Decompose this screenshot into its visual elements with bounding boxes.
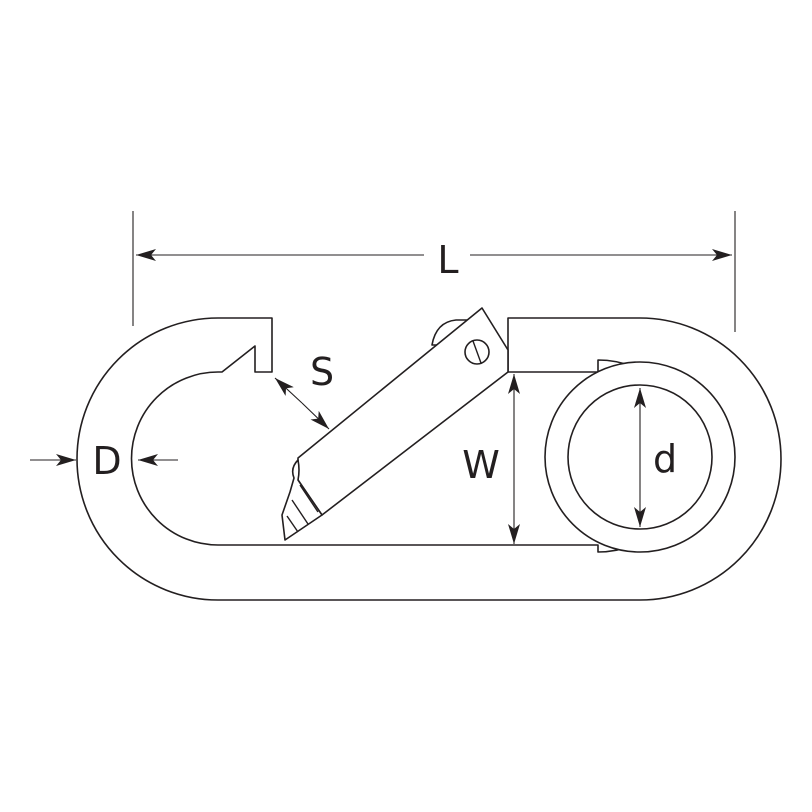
dimension-eye-diameter: d xyxy=(634,388,677,527)
dimension-length: L xyxy=(132,211,736,332)
hook-body xyxy=(76,317,782,601)
dimension-wire-diameter: D xyxy=(30,439,178,483)
label-gate-opening: S xyxy=(310,350,334,394)
dimension-gate-opening: S xyxy=(274,350,334,430)
gate-spring-tip xyxy=(281,459,323,541)
label-eye-diameter: d xyxy=(653,437,677,481)
dimension-width: W xyxy=(462,374,520,544)
label-width: W xyxy=(462,443,500,487)
label-length: L xyxy=(437,238,458,282)
label-wire-diameter: D xyxy=(92,439,121,483)
